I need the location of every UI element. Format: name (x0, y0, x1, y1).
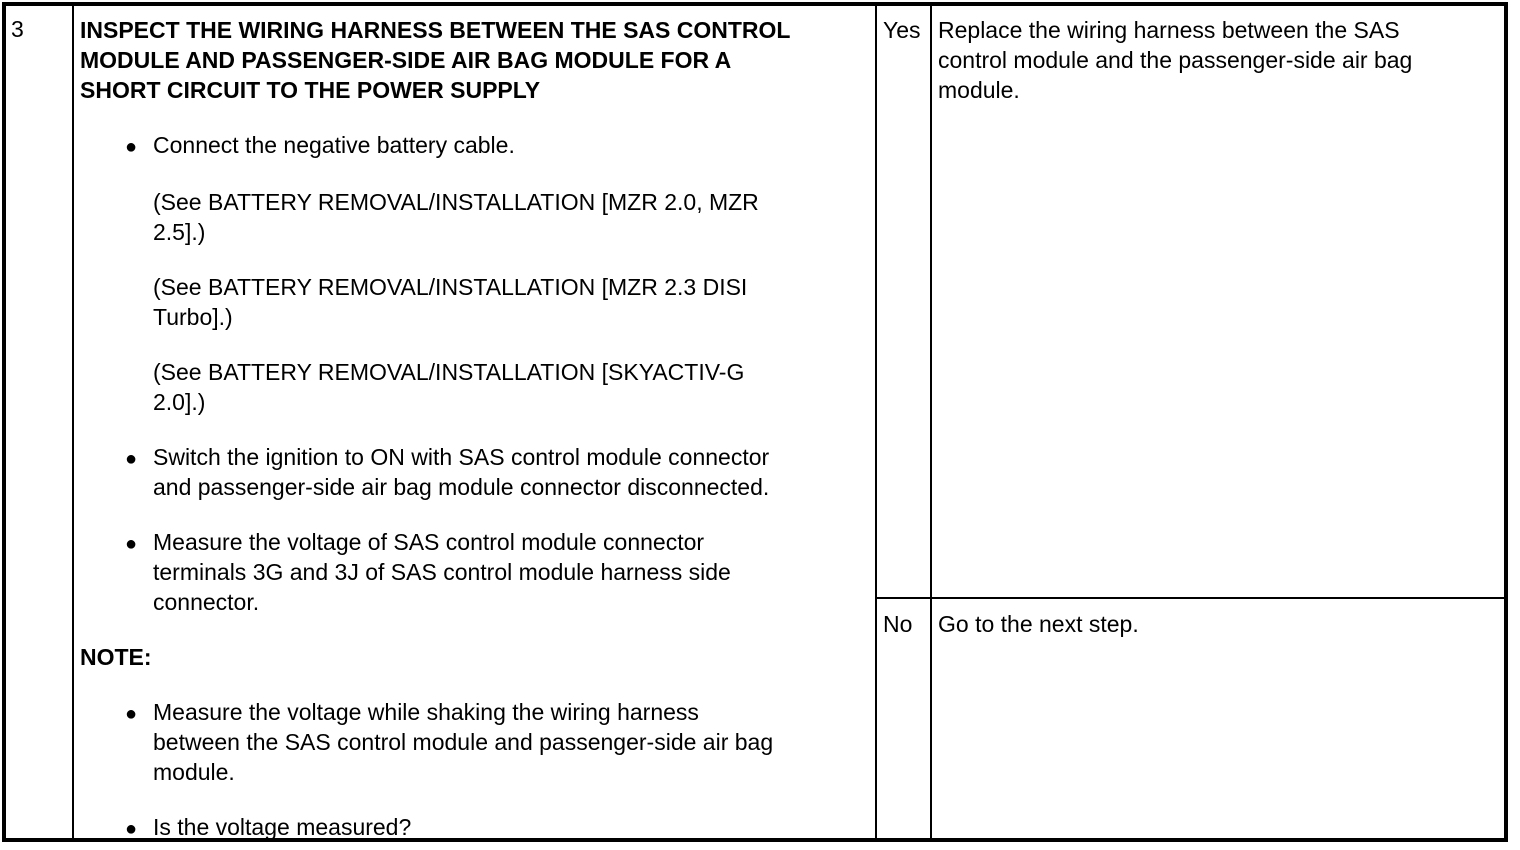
battery-reference-2: (See BATTERY REMOVAL/INSTALLATION [MZR 2… (153, 274, 748, 330)
no-action-text: Go to the next step. (938, 611, 1139, 637)
procedure-title: INSPECT THE WIRING HARNESS BETWEEN THE S… (80, 17, 791, 103)
bullet-icon: ● (125, 818, 138, 838)
step-number: 3 (11, 16, 24, 42)
bullet-icon: ● (125, 448, 138, 470)
troubleshooting-table: 3 INSPECT THE WIRING HARNESS BETWEEN THE… (2, 2, 1508, 842)
note-label: NOTE: (80, 644, 152, 670)
procedure-question: ● Is the voltage measured? (80, 812, 867, 838)
procedure-step-switch-text: Switch the ignition to ON with SAS contr… (153, 444, 770, 500)
yes-action-cell: Replace the wiring harness between the S… (932, 6, 1504, 599)
procedure-step-connect-text: Connect the negative battery cable. (153, 132, 515, 158)
note-bullet-item: ● Measure the voltage while shaking the … (80, 697, 867, 787)
yes-action-text: Replace the wiring harness between the S… (938, 17, 1413, 103)
procedure-step-measure: ● Measure the voltage of SAS control mod… (80, 527, 867, 617)
battery-reference-3: (See BATTERY REMOVAL/INSTALLATION [SKYAC… (153, 359, 745, 415)
yes-label: Yes (883, 17, 921, 43)
bullet-icon: ● (125, 533, 138, 555)
procedure-step-switch: ● Switch the ignition to ON with SAS con… (80, 442, 867, 502)
no-label-cell: No (877, 599, 932, 838)
yes-label-cell: Yes (877, 6, 932, 599)
battery-reference-1: (See BATTERY REMOVAL/INSTALLATION [MZR 2… (153, 189, 759, 245)
bullet-icon: ● (125, 703, 138, 725)
note-bullet-text: Measure the voltage while shaking the wi… (153, 699, 774, 785)
procedure-step-measure-text: Measure the voltage of SAS control modul… (153, 529, 731, 615)
no-action-cell: Go to the next step. (932, 599, 1504, 838)
no-label: No (883, 611, 913, 637)
procedure-question-text: Is the voltage measured? (153, 814, 412, 838)
bullet-icon: ● (125, 136, 138, 158)
procedure-cell: INSPECT THE WIRING HARNESS BETWEEN THE S… (74, 6, 877, 838)
step-number-cell: 3 (6, 6, 74, 838)
procedure-step-connect: ● Connect the negative battery cable. (80, 130, 867, 162)
